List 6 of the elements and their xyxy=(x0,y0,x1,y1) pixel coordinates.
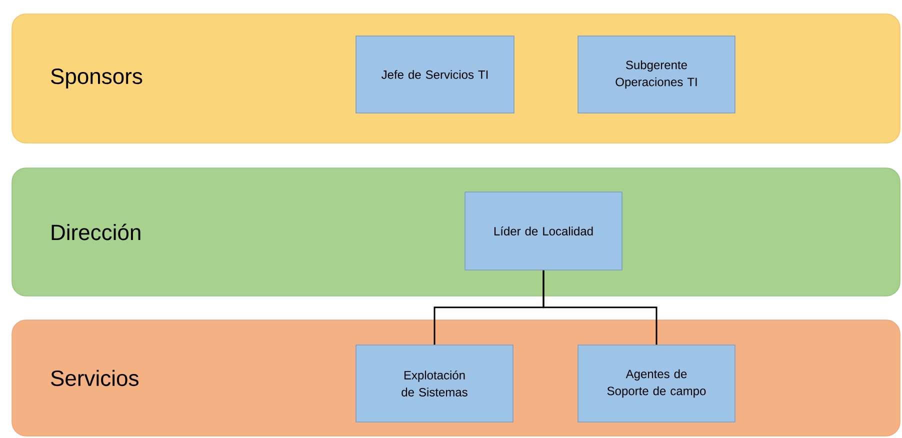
role-box: Explotación de Sistemas xyxy=(356,344,514,422)
role-box: Agentes de Soporte de campo xyxy=(578,344,736,422)
role-box: Jefe de Servicios TI xyxy=(356,36,514,114)
role-box: Subgerente Operaciones TI xyxy=(578,36,736,114)
role-box: Líder de Localidad xyxy=(464,192,622,270)
connector xyxy=(542,270,658,345)
